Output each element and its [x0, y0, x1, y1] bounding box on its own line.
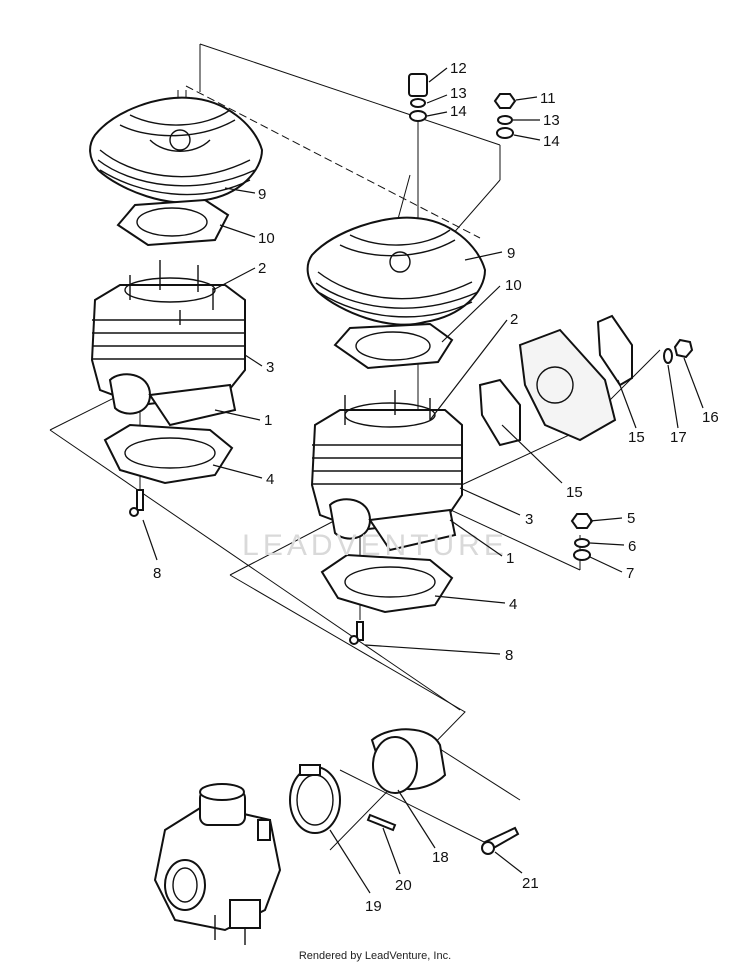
right-cylinder-head [306, 216, 487, 326]
left-cylinder [90, 260, 246, 427]
right-stud [349, 621, 364, 645]
left-stud [129, 489, 144, 517]
callout-18: 18 [432, 849, 449, 866]
callout-13: 13 [543, 112, 560, 129]
callout-20: 20 [395, 877, 412, 894]
callout-9: 9 [507, 245, 515, 262]
side-hardware [570, 338, 694, 561]
callout-2: 2 [510, 311, 518, 328]
callout-numbers: 12 13 14 11 13 14 9 10 2 3 1 4 8 9 10 2 … [153, 60, 719, 915]
right-base-gasket [320, 553, 454, 614]
callout-4: 4 [266, 471, 274, 488]
footer-credit: Rendered by LeadVenture, Inc. [298, 950, 452, 962]
callout-15: 15 [566, 484, 583, 501]
callout-2: 2 [258, 260, 266, 277]
callout-10: 10 [258, 230, 275, 247]
exhaust-plate [478, 314, 633, 447]
screws [366, 813, 520, 855]
right-cylinder [310, 390, 463, 552]
callout-12: 12 [450, 60, 467, 77]
intake-boot-and-clamp [289, 728, 447, 834]
callout-5: 5 [627, 510, 635, 527]
callout-3: 3 [525, 511, 533, 528]
callout-6: 6 [628, 538, 636, 555]
callout-16: 16 [702, 409, 719, 426]
callout-8: 8 [153, 565, 161, 582]
carburetor [153, 783, 282, 945]
watermark: LEADVENTURE [242, 529, 508, 562]
callout-10: 10 [505, 277, 522, 294]
callout-7: 7 [626, 565, 634, 582]
callout-17: 17 [670, 429, 687, 446]
callout-4: 4 [509, 596, 517, 613]
callout-3: 3 [266, 359, 274, 376]
callout-1: 1 [506, 550, 514, 567]
leader-lines [142, 67, 704, 894]
right-head-gasket [333, 322, 454, 370]
callout-1: 1 [264, 412, 272, 429]
callout-19: 19 [365, 898, 382, 915]
callout-14: 14 [543, 133, 560, 150]
callout-14: 14 [450, 103, 467, 120]
left-head-gasket [116, 198, 230, 247]
callout-8: 8 [505, 647, 513, 664]
top-hardware [408, 73, 517, 139]
callout-11: 11 [540, 90, 556, 107]
callout-13: 13 [450, 85, 467, 102]
left-base-gasket [103, 423, 234, 485]
callout-21: 21 [522, 875, 539, 892]
callout-15: 15 [628, 429, 645, 446]
callout-9: 9 [258, 186, 266, 203]
left-cylinder-head [89, 96, 264, 204]
